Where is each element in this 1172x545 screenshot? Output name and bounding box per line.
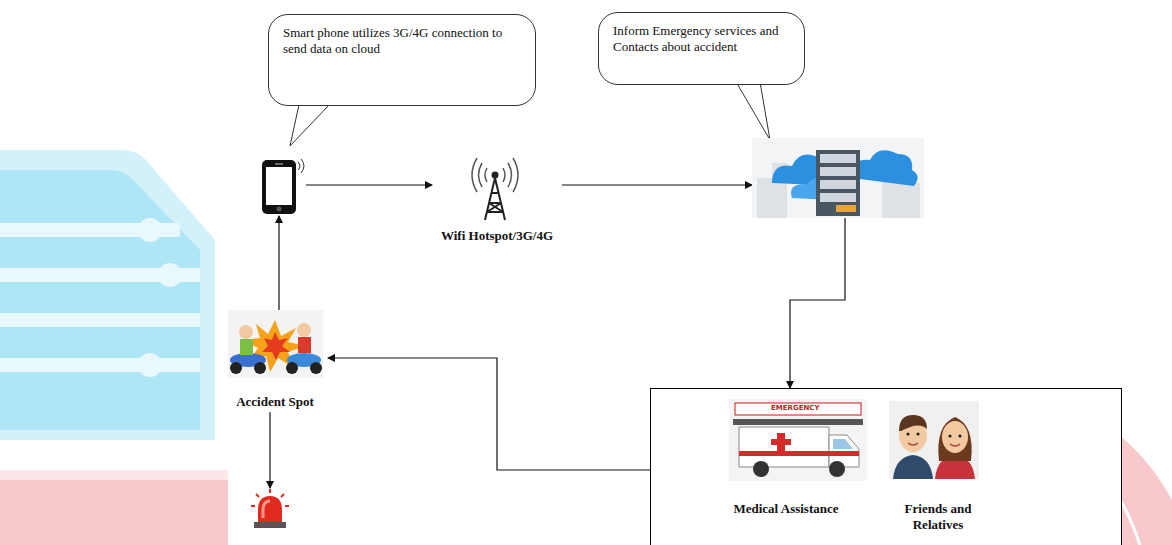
callout-bubble: Smart phone utilizes 3G/4G connection to… <box>268 14 536 106</box>
sign-text: EMERGENCY <box>771 404 820 412</box>
pink-band-edge <box>0 470 228 480</box>
node-label: Friends and Relatives <box>883 501 993 534</box>
node-label: Medical Assistance <box>731 501 841 517</box>
watermark-logo <box>0 150 215 440</box>
flow-arrow <box>562 184 752 185</box>
callout-tail <box>290 100 330 146</box>
flow-arrow <box>269 412 270 488</box>
smartphone-icon <box>258 158 306 216</box>
flow-arrow <box>328 358 650 470</box>
pink-band <box>0 470 228 545</box>
smartphone-icon-art <box>258 158 306 216</box>
cell-tower: Wifi Hotspot/3G/4G <box>432 148 562 248</box>
cloud-server <box>752 138 924 218</box>
accident-spot: Accident Spot <box>222 310 328 412</box>
siren-icon-art <box>250 488 290 530</box>
node-label: Accident Spot <box>222 394 328 410</box>
responder-box: Medical Assistance Friends and Relatives E… <box>650 388 1122 545</box>
cloud-server-art <box>752 138 924 218</box>
flow-arrow <box>278 216 279 310</box>
siren-icon <box>250 488 290 530</box>
callout-text: Inform Emergency services and Contacts a… <box>613 23 790 56</box>
flow-arrow <box>790 218 845 388</box>
node-label: Wifi Hotspot/3G/4G <box>432 228 562 244</box>
callout-tail <box>735 80 770 140</box>
callout-bubble: Inform Emergency services and Contacts a… <box>598 12 805 85</box>
responder-box-art <box>651 389 1123 545</box>
flow-arrow <box>306 184 432 185</box>
callout-text: Smart phone utilizes 3G/4G connection to… <box>283 25 521 58</box>
